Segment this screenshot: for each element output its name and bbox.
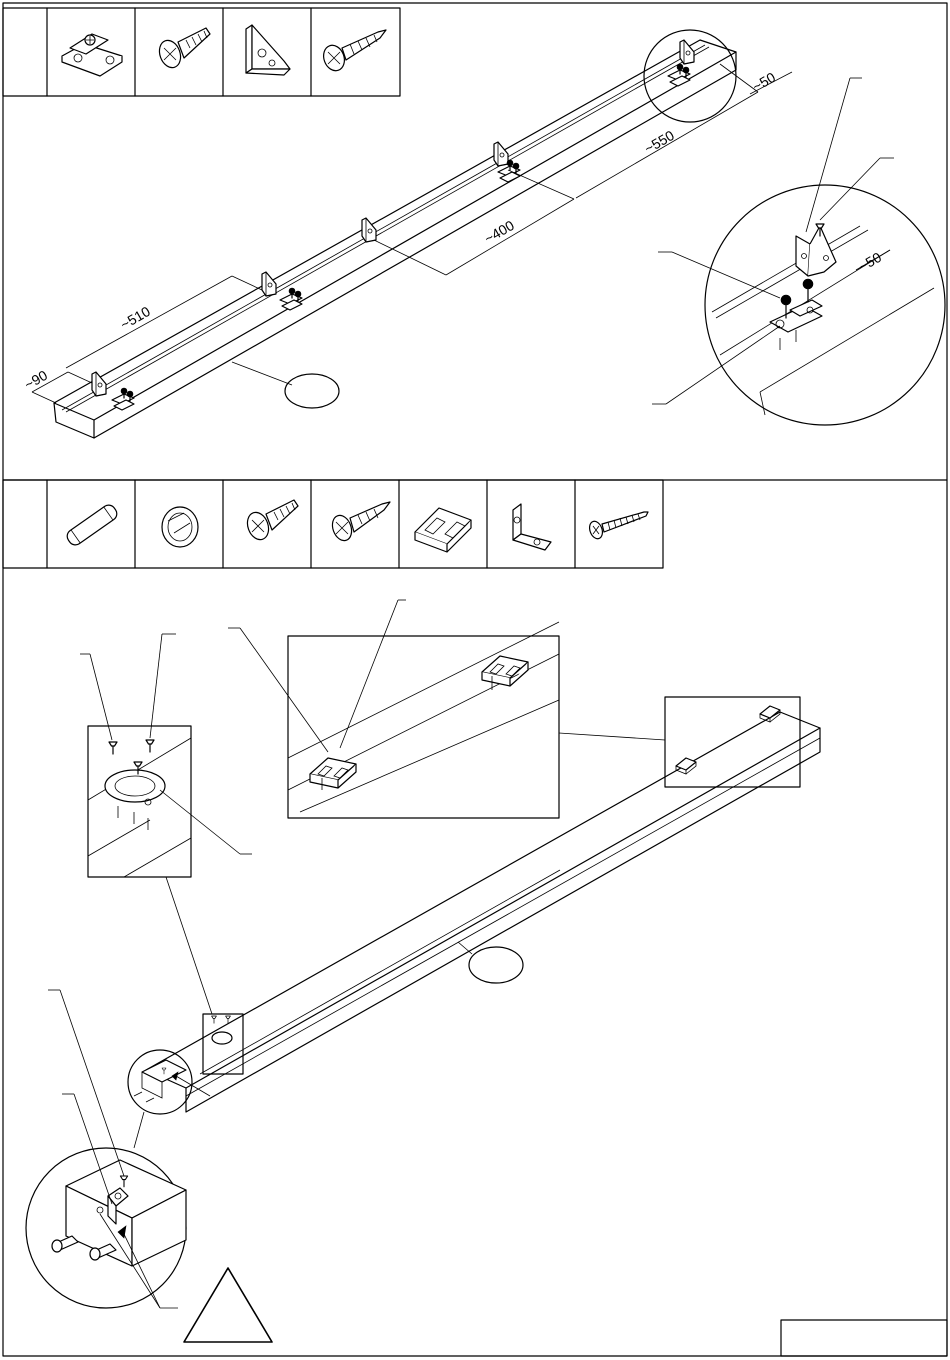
step1-hardware-strip: [3, 8, 400, 96]
angle-bracket-icon: [513, 504, 551, 550]
dimension-510: ~510: [66, 276, 262, 368]
hinge-4: [668, 64, 690, 86]
bracket-2: [262, 272, 276, 296]
wood-screw-icon: [320, 30, 386, 74]
step2-inset-right: [665, 697, 800, 787]
dimension-50: ~50: [750, 69, 793, 95]
step2-end-detail-view: [26, 990, 186, 1308]
countersunk-screw-icon-2: [244, 500, 298, 543]
dim-510-label: ~510: [118, 303, 153, 333]
countersunk-screw-icon: [156, 28, 210, 71]
hinge-1: [112, 388, 134, 410]
step2-inset-left: [80, 634, 252, 877]
bracket-5: [680, 40, 694, 64]
step2-shelf-panel: [146, 712, 820, 1112]
bracket-3: [362, 218, 376, 242]
step2-cam-location-box: [203, 1014, 243, 1074]
wood-screw-icon-2: [329, 502, 390, 543]
hinge-plate-icon: [62, 34, 122, 76]
dim-550-label: ~550: [642, 127, 677, 157]
bracket-4: [494, 142, 508, 166]
corner-bracket-icon: [246, 25, 290, 75]
step1-detail-view: ~50: [652, 78, 945, 425]
dimension-550: ~550: [576, 64, 758, 198]
dowel-icon: [64, 502, 119, 547]
step2-part-callout: [458, 942, 523, 983]
step2-hardware-strip: [3, 480, 663, 568]
page-number-box: [781, 1320, 947, 1356]
dim-400-label: ~400: [482, 217, 517, 247]
dim-50-label: ~50: [750, 69, 779, 95]
plastic-corner-block-icon: [415, 508, 471, 552]
dim-90-label: ~90: [22, 367, 51, 393]
long-screw-icon: [587, 512, 648, 541]
dimension-90: ~90: [22, 367, 93, 403]
step1-shelf-panel: [54, 40, 736, 438]
dimension-400: ~400: [374, 170, 574, 275]
detail-dim-50-label: ~50: [856, 249, 885, 275]
warning-triangle-icon: [184, 1268, 272, 1342]
step2-inset-middle: [228, 600, 559, 818]
cam-lock-icon: [162, 507, 198, 547]
step1-part-callout: [232, 362, 339, 408]
hinge-2: [280, 288, 302, 310]
page-frame: [3, 3, 947, 1356]
